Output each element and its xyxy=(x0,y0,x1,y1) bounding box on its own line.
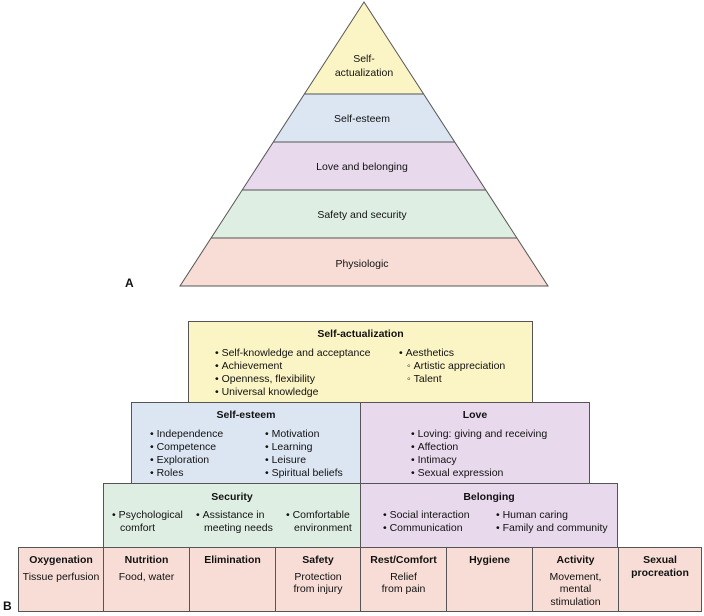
list-item: Aesthetics xyxy=(399,347,505,360)
belonging-title: Belonging xyxy=(463,491,515,503)
self-esteem-box: Self-esteem Independence Competence Expl… xyxy=(131,402,361,484)
hierarchy-pyramid: Self- actualization Self-esteem Love and… xyxy=(179,1,549,287)
pyramid-label-1b: actualization xyxy=(335,67,394,79)
list-item: Psychological xyxy=(112,509,183,522)
pyramid-level-self-actualization xyxy=(180,2,548,94)
list-item: Leisure xyxy=(265,454,343,467)
base-cell-elimination: Elimination xyxy=(189,547,276,612)
love-title: Love xyxy=(462,409,488,421)
list-item: Assistance in xyxy=(196,509,273,522)
pyramid-label-3: Love and belonging xyxy=(316,161,408,173)
base-cell-sexual-procreation: Sexual procreation xyxy=(618,547,702,612)
list-item: Independence xyxy=(150,428,224,441)
self-esteem-title: Self-esteem xyxy=(216,409,276,421)
list-item-cont: meeting needs xyxy=(204,522,273,534)
list-item: Intimacy xyxy=(411,454,547,467)
list-item-cont: comfort xyxy=(120,522,156,534)
panel-b-label: B xyxy=(3,599,12,613)
list-item-cont: environment xyxy=(294,522,352,534)
security-box: Security Psychological comfort Assistanc… xyxy=(103,483,361,548)
list-item: Spiritual beliefs xyxy=(265,467,343,480)
list-item: Openness, flexibility xyxy=(215,373,370,386)
base-cell-nutrition: Nutrition Food, water xyxy=(103,547,190,612)
list-item: Family and community xyxy=(496,522,608,535)
list-item: Human caring xyxy=(496,509,608,522)
list-item: Exploration xyxy=(150,454,223,467)
list-item: Self-knowledge and acceptance xyxy=(215,347,371,360)
list-item: Learning xyxy=(265,441,343,454)
list-item: Sexual expression xyxy=(411,467,547,480)
love-box: Love Loving: giving and receiving Affect… xyxy=(360,402,590,484)
list-sub-item: Artistic appreciation xyxy=(399,360,506,373)
pyramid-level-physiologic xyxy=(180,238,548,286)
list-item: Achievement xyxy=(215,360,370,373)
self-actualization-box: Self-actualization Self-knowledge and ac… xyxy=(188,321,533,403)
list-item: Communication xyxy=(383,522,470,535)
list-item: Comfortable xyxy=(286,509,352,522)
base-cell-hygiene: Hygiene xyxy=(446,547,533,612)
belonging-box: Belonging Social interaction Communicati… xyxy=(360,483,618,548)
self-actualization-title: Self-actualization xyxy=(317,328,404,340)
pyramid-label-2: Self-esteem xyxy=(334,113,390,125)
list-item: Roles xyxy=(150,467,223,480)
list-item: Affection xyxy=(411,441,547,454)
list-item: Motivation xyxy=(265,428,343,441)
security-title: Security xyxy=(211,491,253,503)
pyramid-level-safety-security xyxy=(180,190,548,238)
panel-a-label: A xyxy=(125,276,134,290)
base-cell-oxygenation: Oxygenation Tissue perfusion xyxy=(18,547,104,612)
list-item: Social interaction xyxy=(383,509,470,522)
list-item: Loving: giving and receiving xyxy=(411,428,548,441)
pyramid-label-5: Physiologic xyxy=(335,258,388,270)
pyramid-label-4: Safety and security xyxy=(317,209,407,221)
pyramid-label-1a: Self- xyxy=(353,53,375,65)
list-item: Universal knowledge xyxy=(215,386,370,399)
list-sub-item: Talent xyxy=(399,373,505,386)
list-item: Competence xyxy=(150,441,223,454)
